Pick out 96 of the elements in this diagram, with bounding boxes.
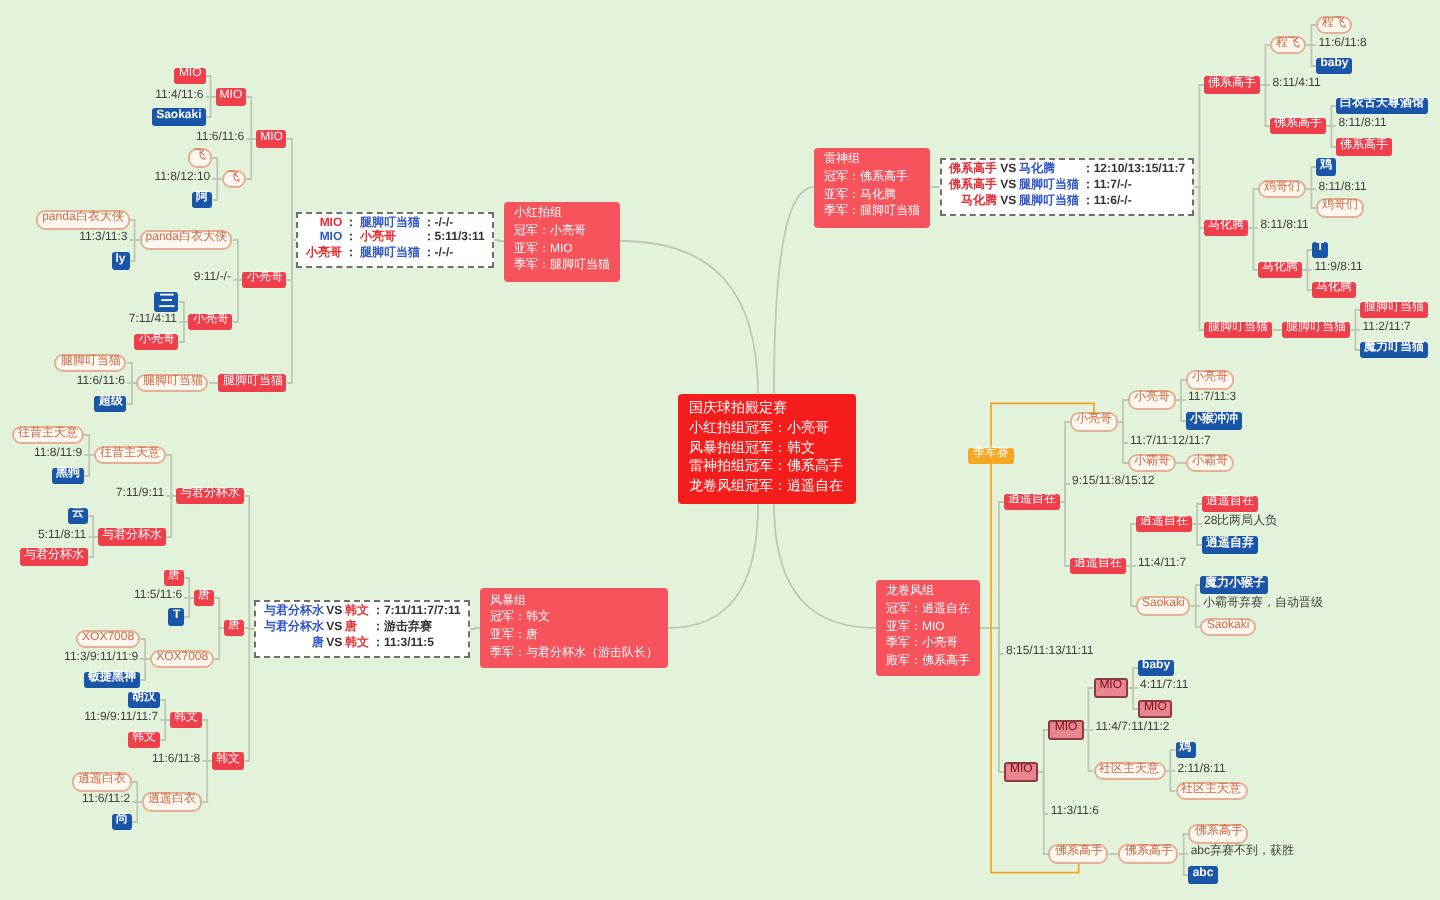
branch-line xyxy=(1193,84,1206,188)
branch-line xyxy=(178,301,190,323)
player-tag: 三 xyxy=(154,292,179,312)
branch-line xyxy=(1175,379,1187,401)
branch-line xyxy=(201,719,214,762)
branch-line xyxy=(213,627,226,660)
branch-line xyxy=(1305,166,1318,190)
branch-line xyxy=(204,96,217,118)
branch-line xyxy=(208,382,220,384)
branch-line xyxy=(178,321,190,343)
branch-line xyxy=(1189,584,1202,607)
branch-line xyxy=(1349,309,1362,331)
branch-line xyxy=(1301,269,1314,291)
branch-line xyxy=(126,382,138,405)
branch-line xyxy=(1037,771,1050,855)
branch-line xyxy=(1325,105,1338,127)
branch-line xyxy=(619,240,759,395)
branch-line xyxy=(1259,84,1272,127)
branch-line xyxy=(183,597,196,618)
branch-line xyxy=(1305,44,1318,67)
branch-line xyxy=(243,495,256,630)
branch-line xyxy=(1177,833,1190,855)
branch-line xyxy=(211,178,224,201)
branch-line xyxy=(245,96,258,140)
relation-line xyxy=(990,402,1095,874)
branch-line xyxy=(469,627,481,630)
branch-line xyxy=(1305,24,1318,46)
branch-line xyxy=(183,577,196,599)
group-box xyxy=(876,579,980,677)
branch-line xyxy=(83,434,96,456)
central-topic-box xyxy=(677,394,855,504)
branch-line xyxy=(1082,687,1095,731)
branch-line xyxy=(159,699,172,721)
branch-line xyxy=(1349,329,1362,351)
branch-line xyxy=(1325,125,1338,148)
branch-line xyxy=(1301,249,1314,271)
branch-line xyxy=(1059,483,1071,503)
group-box xyxy=(504,201,620,281)
branch-line xyxy=(131,801,144,823)
branch-line xyxy=(1164,770,1177,792)
branch-line xyxy=(1164,749,1177,772)
branch-line xyxy=(128,239,141,262)
branch-line xyxy=(1305,188,1318,209)
branch-line xyxy=(87,515,100,538)
branch-line xyxy=(213,597,226,629)
branch-line xyxy=(1117,421,1129,464)
branch-line xyxy=(1059,501,1071,567)
branch-line xyxy=(126,362,138,384)
branch-line xyxy=(773,503,877,629)
branch-line xyxy=(1127,667,1139,689)
branch-line xyxy=(1117,399,1129,423)
branch-line xyxy=(87,536,100,558)
branch-line xyxy=(1259,44,1272,86)
branch-line xyxy=(929,186,941,188)
branch-line xyxy=(1177,853,1190,876)
branch-line xyxy=(201,760,214,803)
branch-line xyxy=(773,186,815,395)
branch-line xyxy=(204,75,217,98)
branch-line xyxy=(165,495,178,538)
branch-line xyxy=(1189,605,1202,628)
branch-line xyxy=(1193,186,1206,331)
score-table xyxy=(296,211,494,269)
branch-line xyxy=(1125,523,1137,567)
branch-line xyxy=(1175,462,1187,464)
branch-line xyxy=(1191,503,1203,525)
branch-line xyxy=(165,454,178,497)
branch-line xyxy=(232,279,244,323)
branch-line xyxy=(131,781,144,803)
branch-line xyxy=(232,239,244,281)
branch-line xyxy=(245,138,258,180)
branch-line xyxy=(128,219,141,241)
branch-line xyxy=(1247,227,1260,271)
branch-line xyxy=(1175,399,1187,422)
branch-line xyxy=(1127,687,1139,710)
score-table xyxy=(940,158,1195,216)
branch-line xyxy=(286,138,298,241)
branch-line xyxy=(211,157,224,180)
branch-line xyxy=(493,239,505,242)
branch-line xyxy=(1247,188,1260,229)
branch-line xyxy=(243,628,256,762)
branch-line xyxy=(1037,729,1050,773)
branch-line xyxy=(286,239,298,384)
branch-line xyxy=(159,719,172,741)
branch-line xyxy=(1107,853,1120,855)
branch-line xyxy=(139,658,152,681)
branch-line xyxy=(1082,729,1095,772)
branch-line xyxy=(979,627,1005,773)
branch-line xyxy=(1271,329,1284,331)
branch-line xyxy=(1191,523,1203,546)
branch-line xyxy=(667,503,759,629)
branch-line xyxy=(1125,565,1137,607)
score-table xyxy=(254,600,470,658)
branch-line xyxy=(83,454,96,477)
group-box xyxy=(814,147,930,227)
group-box xyxy=(480,588,668,668)
branch-line xyxy=(139,638,152,660)
